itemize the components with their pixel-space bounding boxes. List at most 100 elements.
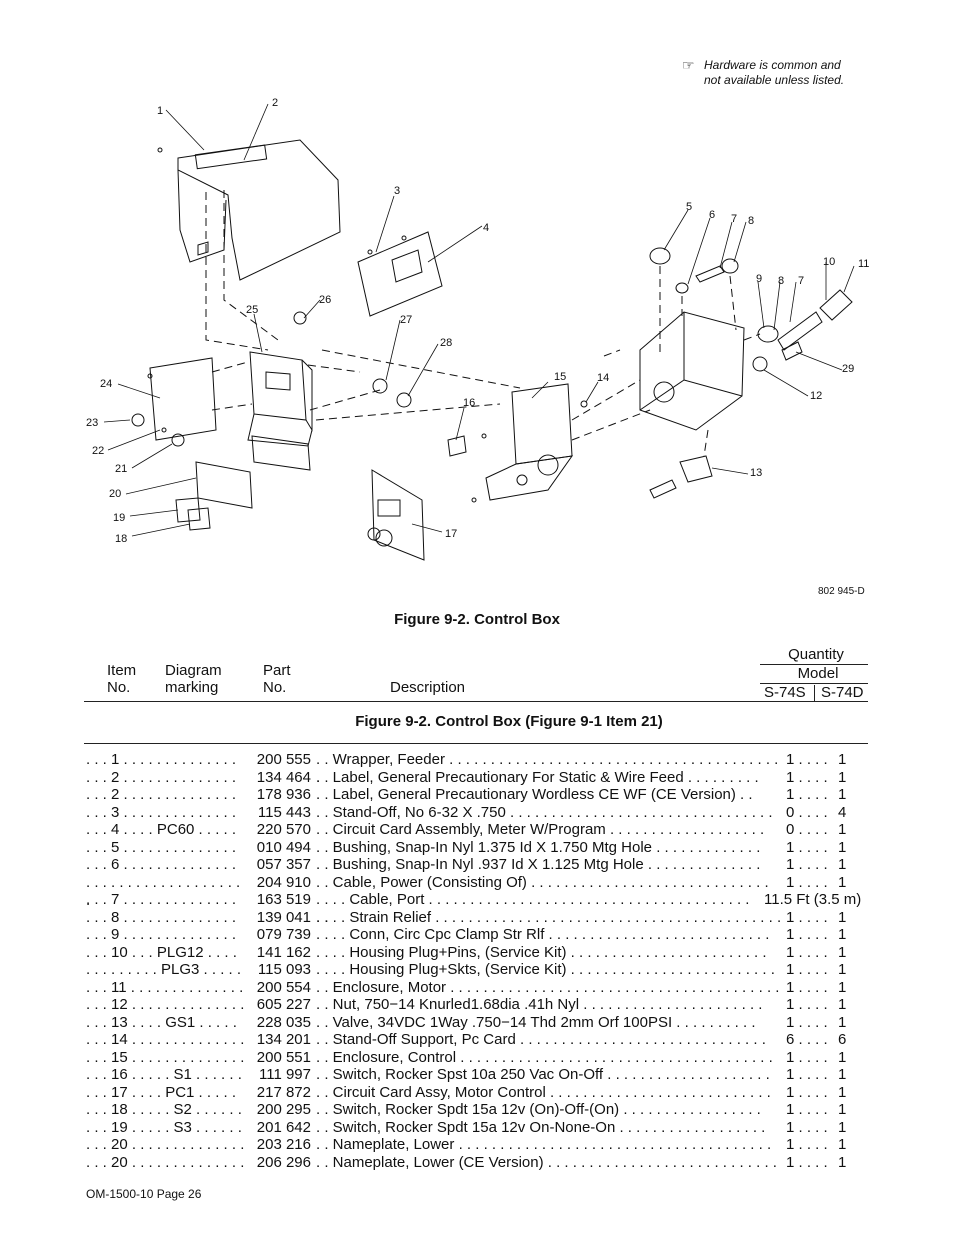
row-qty-b: 4 [838,804,847,821]
row-qty-b: 1 [838,839,847,856]
row-qty-a: 1 . . . . [786,1136,828,1153]
row-desc: . . . . Conn, Circ Cpc Clamp Str Rlf . .… [316,926,770,943]
callout-6: 6 [709,209,715,221]
table-row: . . . 18 . . . . . S2 . . . . . . 200 29… [86,1101,876,1119]
row-qty-a: 1 . . . . [786,909,828,926]
row-item: . . . 1 . . . . . . . . . . . . . . [86,751,237,768]
row-part: 203 216 [256,1136,311,1153]
row-part: 605 227 [256,996,311,1013]
row-item: . . . 11 . . . . . . . . . . . . . . [86,979,244,996]
row-item: . . . 5 . . . . . . . . . . . . . . [86,839,237,856]
row-qty-a: 0 . . . . [786,804,828,821]
header-part-line2: No. [263,679,287,696]
row-part: 079 739 [256,926,311,943]
row-part: 201 642 [256,1119,311,1136]
row-desc: . . Bushing, Snap-In Nyl .937 Id X 1.125… [316,856,761,873]
row-desc: . . Valve, 34VDC 1Way .750−14 Thd 2mm Or… [316,1014,756,1031]
row-item: . . . 20 . . . . . . . . . . . . . . [86,1136,245,1153]
table-row: . . . 12 . . . . . . . . . . . . . . 605… [86,996,876,1014]
row-qty-a: 1 . . . . [786,1119,828,1136]
row-desc: . . . . Housing Plug+Skts, (Service Kit)… [316,961,775,978]
header-item-line2: No. [107,679,131,696]
row-item: . . . 10 . . . PLG12 . . . . [86,944,237,961]
table-row: . . . . . . . . . . . . . . . . . . . . … [86,874,876,909]
callout-8b: 8 [778,275,784,287]
row-qty-a: 1 . . . . [786,961,828,978]
row-item: . . . . . . . . . . . . . . . . . . . . [86,874,241,909]
row-part: 200 555 [256,751,311,768]
row-qty-a: 1 . . . . [786,786,828,803]
callout-27: 27 [400,314,412,326]
row-item: . . . 2 . . . . . . . . . . . . . . [86,769,237,786]
quantity-rule [760,664,868,665]
callout-24: 24 [100,378,112,390]
row-qty-a: 0 . . . . [786,821,828,838]
row-part: 134 201 [256,1031,311,1048]
row-desc: . . Switch, Rocker Spst 10a 250 Vac On-O… [316,1066,770,1083]
row-part: 134 464 [256,769,311,786]
row-desc: . . Nut, 750−14 Knurled1.68dia .41h Nyl … [316,996,763,1013]
header-item-line1: Item [107,662,137,679]
row-part: 163 519 [256,891,311,908]
row-desc: . . Cable, Power (Consisting Of) . . . .… [316,874,769,891]
header-quantity: Quantity [788,646,844,663]
row-qty-b: 1 [838,1119,847,1136]
row-qty-b: 1 [838,1066,847,1083]
row-part: 228 035 [256,1014,311,1031]
row-part: 111 997 [259,1066,311,1083]
table-row: . . . 15 . . . . . . . . . . . . . . 200… [86,1049,876,1067]
header-model-a: S-74S [764,684,806,701]
callout-25: 25 [246,304,258,316]
callout-19: 19 [113,512,125,524]
callout-3: 3 [394,185,400,197]
row-desc: . . Circuit Card Assembly, Meter W/Progr… [316,821,765,838]
callout-20: 20 [109,488,121,500]
row-qty-b: 1 [838,769,847,786]
callout-7b: 7 [798,275,804,287]
row-desc: . . Switch, Rocker Spdt 15a 12v (On)-Off… [316,1101,761,1118]
row-part: 217 872 [256,1084,311,1101]
row-item: . . . 2 . . . . . . . . . . . . . . [86,786,237,803]
model-rule [760,683,868,684]
row-qty-b: 1 [838,979,847,996]
page-footer: OM-1500-10 Page 26 [86,1187,202,1201]
row-qty-a: 6 . . . . [786,1031,828,1048]
table-row: . . . 13 . . . . GS1 . . . . . 228 035 .… [86,1014,876,1032]
row-qty-a: 1 . . . . [786,1101,828,1118]
row-part: 010 494 [256,839,311,856]
row-item: . . . 14 . . . . . . . . . . . . . . [86,1031,245,1048]
row-qty-b: 1 [838,961,847,978]
row-item: . . . 17 . . . . PC1 . . . . . [86,1084,237,1101]
row-qty-b: 1 [838,856,847,873]
row-part: 200 295 [256,1101,311,1118]
row-desc: . . Bushing, Snap-In Nyl 1.375 Id X 1.75… [316,839,761,856]
row-qty-a: 1 . . . . [786,979,828,996]
row-qty-b: 1 [838,996,847,1013]
model-divider [814,685,815,701]
header-part-line1: Part [263,662,291,679]
row-part: 178 936 [256,786,311,803]
callout-8a: 8 [748,215,754,227]
figure-caption: Figure 9-2. Control Box [394,611,560,628]
row-item: . . . 6 . . . . . . . . . . . . . . [86,856,237,873]
callout-16: 16 [463,397,475,409]
row-part: 200 551 [256,1049,311,1066]
row-item: . . . 20 . . . . . . . . . . . . . . [86,1154,245,1171]
header-model-b: S-74D [821,684,864,701]
callout-2: 2 [272,97,278,109]
row-desc: . . Enclosure, Motor . . . . . . . . . .… [316,979,780,996]
row-qty-b: 1 [838,821,847,838]
callout-17: 17 [445,528,457,540]
row-qty-b: 1 [838,1084,847,1101]
row-item: . . . . . . . . . PLG3 . . . . . [86,961,242,978]
header-part: Part No. [263,662,291,696]
row-part: 139 041 [256,909,311,926]
callout-26: 26 [319,294,331,306]
row-qty-a: 1 . . . . [786,996,828,1013]
row-part: 057 357 [256,856,311,873]
row-item: . . . 12 . . . . . . . . . . . . . . [86,996,245,1013]
table-row: . . . . . . . . . PLG3 . . . . . 115 093… [86,961,876,979]
row-qty-a: 1 . . . . [786,1014,828,1031]
table-row: . . . 7 . . . . . . . . . . . . . . 163 … [86,891,876,926]
row-qty-a: 1 . . . . [786,944,828,961]
